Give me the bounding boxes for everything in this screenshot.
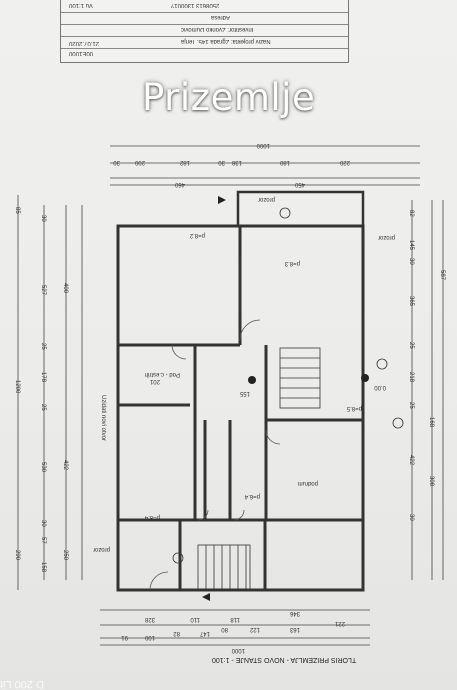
- room-label: p=8.4: [144, 514, 160, 520]
- page-heading: Prizemlje: [142, 76, 316, 119]
- left-dim: 290: [14, 550, 20, 561]
- left-dim: 530: [40, 462, 46, 473]
- right-dim: 82: [408, 210, 414, 217]
- bottom-dim: 147: [199, 630, 210, 636]
- top-dim2: 450: [294, 181, 305, 187]
- left-dim: 85: [14, 207, 20, 214]
- left-total-dim: 1200: [14, 380, 20, 394]
- bottom-dim: 122: [249, 626, 260, 632]
- bottom-dim: 328: [144, 616, 155, 622]
- title-block-row: Investitor: Zvonko Dumović: [61, 24, 348, 37]
- room-label: p=8.5: [346, 405, 362, 411]
- top-dim: 182: [179, 159, 190, 165]
- right-dim: 308: [428, 476, 434, 487]
- bottom-dim: 221: [334, 620, 345, 626]
- left-dim: 422: [62, 460, 68, 471]
- right-dim: 422: [408, 455, 414, 466]
- right-dim: 30: [408, 258, 414, 265]
- right-dim: 25: [408, 342, 414, 349]
- right-dim: 30: [408, 514, 414, 521]
- bottom-total-dim: 1000: [231, 647, 245, 653]
- room-label: 0.00: [374, 384, 386, 390]
- title-block-row: Vu 1:100 2508613 130001?: [61, 0, 348, 13]
- left-dim: 25: [40, 343, 46, 350]
- room-label: 201: [149, 378, 160, 384]
- top-dim: 220: [339, 159, 350, 165]
- side-note: Uzidati novi otvor: [100, 395, 106, 441]
- top-dim: 30: [113, 159, 120, 165]
- title-block-row: Adresa: [61, 12, 348, 25]
- side-note: prozor: [93, 546, 110, 552]
- room-label: p=8.3: [284, 260, 300, 266]
- room-label: p=8.2: [189, 232, 205, 238]
- left-dim: 30: [40, 215, 46, 222]
- top-dim: 180: [279, 159, 290, 165]
- bottom-dim: 110: [190, 616, 200, 622]
- bottom-left-overlay: D 200 Lit: [0, 678, 45, 690]
- top-dim: 138: [231, 159, 242, 165]
- right-dim: 168: [428, 417, 434, 428]
- left-dim: 527: [40, 285, 46, 296]
- left-dim: 400: [62, 283, 68, 294]
- top-total-dim: 1000: [256, 142, 270, 148]
- title-block-row: Naziv projekta: Zgrada 145. Tenja: [61, 36, 348, 49]
- left-dim: 178: [40, 372, 46, 383]
- right-dim: 365: [408, 296, 414, 307]
- right-dim: 218: [408, 372, 414, 383]
- left-dim: 158: [40, 562, 46, 573]
- bottom-dim: 80: [221, 626, 228, 632]
- left-dim: 250: [62, 550, 68, 561]
- top-dim: 30: [218, 159, 225, 165]
- side-note: prozor: [378, 234, 395, 240]
- bottom-dim: 346: [289, 610, 300, 616]
- left-dim: 30: [40, 520, 46, 527]
- bottom-dim: 163: [289, 626, 300, 632]
- bottom-dim: 82: [173, 630, 180, 636]
- left-dim: 57: [40, 537, 46, 544]
- room-label: 155: [239, 390, 250, 396]
- bottom-dim: 118: [230, 616, 240, 622]
- bottom-dim: 91: [121, 634, 128, 640]
- top-dim2: 460: [174, 181, 185, 187]
- room-label: Pod - c.estrih: [145, 371, 180, 377]
- top-dim: 200: [134, 159, 145, 165]
- title-block: Vu 1:100 2508613 130001? Adresa Investit…: [60, 0, 349, 63]
- left-dim: 25: [40, 404, 46, 411]
- right-dim: 587: [439, 270, 445, 281]
- drawing-footer: TLORIS PRIZEMLJA - NOVO STANJE - 1:100: [212, 656, 357, 663]
- right-dim: 25: [408, 402, 414, 409]
- right-dim: 145: [408, 240, 414, 251]
- room-label: p=6.4: [244, 493, 260, 499]
- side-note: prozor: [258, 196, 275, 202]
- bottom-dim: 100: [144, 634, 155, 640]
- room-label: podrum: [298, 480, 318, 486]
